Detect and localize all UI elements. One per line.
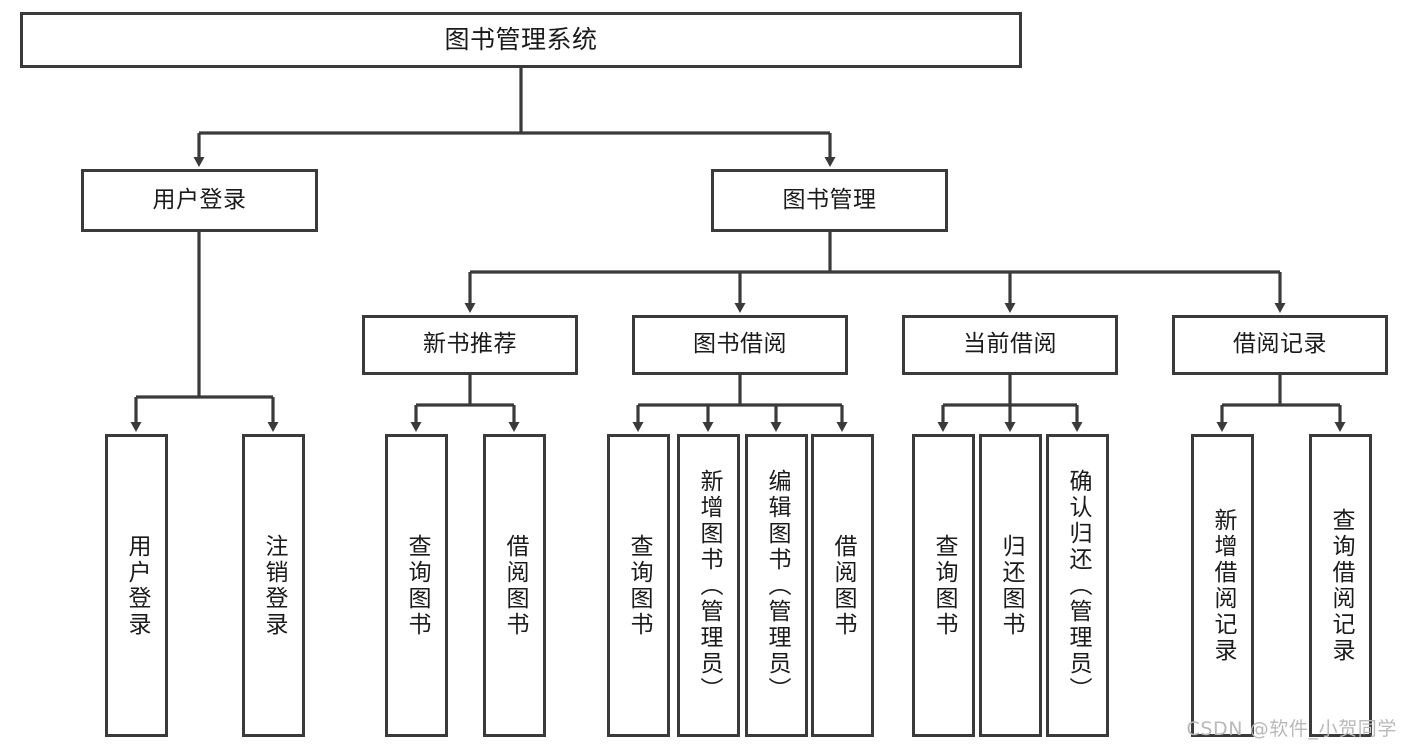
node-label: 用户登录 <box>152 186 247 213</box>
node-new-book-recommend[interactable]: 新书推荐 <box>362 315 578 375</box>
node-label: 图书管理 <box>782 186 877 213</box>
node-label: 查询图书 <box>404 533 430 638</box>
leaf-record-add-record[interactable]: 新增借阅记录 <box>1191 434 1254 737</box>
node-label: 用户登录 <box>124 533 150 638</box>
leaf-current-query-book[interactable]: 查询图书 <box>912 434 975 737</box>
csdn-watermark: CSDN @软件_小贺同学 <box>1186 718 1397 740</box>
node-label: 归还图书 <box>998 533 1024 638</box>
node-label: 新增图书（管理员） <box>696 468 722 703</box>
node-user-login[interactable]: 用户登录 <box>81 169 318 232</box>
node-label: 查询图书 <box>626 533 652 638</box>
node-label: 新增借阅记录 <box>1210 507 1236 664</box>
leaf-borrow-add-book-admin[interactable]: 新增图书（管理员） <box>677 434 740 737</box>
node-label: 图书管理系统 <box>444 25 598 55</box>
node-label: 图书借阅 <box>693 331 787 358</box>
node-borrow-record[interactable]: 借阅记录 <box>1172 315 1388 375</box>
leaf-recommend-query-book[interactable]: 查询图书 <box>385 434 448 737</box>
node-label: 编辑图书（管理员） <box>764 468 790 703</box>
leaf-user-login-logout[interactable]: 注销登录 <box>242 434 305 737</box>
node-label: 借阅图书 <box>830 533 856 638</box>
node-label: 查询借阅记录 <box>1328 507 1354 664</box>
node-book-borrow[interactable]: 图书借阅 <box>632 315 848 375</box>
leaf-current-return-book[interactable]: 归还图书 <box>979 434 1042 737</box>
node-label: 借阅图书 <box>502 533 528 638</box>
leaf-current-confirm-return-admin[interactable]: 确认归还（管理员） <box>1046 434 1109 737</box>
leaf-user-login-login[interactable]: 用户登录 <box>105 434 168 737</box>
node-label: 查询图书 <box>931 533 957 638</box>
node-label: 当前借阅 <box>963 331 1057 358</box>
node-label: 新书推荐 <box>423 331 517 358</box>
leaf-borrow-query-book[interactable]: 查询图书 <box>607 434 670 737</box>
node-label: 借阅记录 <box>1233 331 1327 358</box>
node-book-management[interactable]: 图书管理 <box>711 169 948 232</box>
node-label: 注销登录 <box>261 533 287 638</box>
leaf-borrow-edit-book-admin[interactable]: 编辑图书（管理员） <box>745 434 808 737</box>
node-current-borrow[interactable]: 当前借阅 <box>902 315 1118 375</box>
node-root-system[interactable]: 图书管理系统 <box>20 12 1022 68</box>
leaf-recommend-borrow-book[interactable]: 借阅图书 <box>483 434 546 737</box>
leaf-record-query-record[interactable]: 查询借阅记录 <box>1309 434 1372 737</box>
leaf-borrow-borrow-book[interactable]: 借阅图书 <box>811 434 874 737</box>
node-label: 确认归还（管理员） <box>1065 468 1091 703</box>
